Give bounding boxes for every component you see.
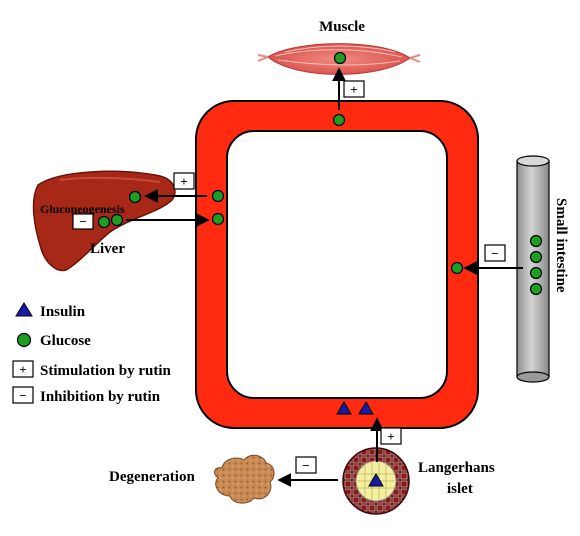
liver-label: Liver — [90, 241, 125, 257]
degeneration-icon — [214, 454, 275, 504]
glucose-dot-muscle — [333, 51, 347, 65]
glucose-dot-vessel-top — [332, 113, 346, 127]
glucose-dot-intestine-1 — [529, 234, 543, 248]
glucose-dot-intestine-2 — [529, 250, 543, 264]
insulin-triangle-vessel-1 — [336, 401, 352, 415]
svg-text:+: + — [19, 362, 26, 377]
legend: Insulin Glucose + Stimulation by rutin −… — [12, 302, 172, 405]
degeneration-label: Degeneration — [109, 469, 195, 485]
blood-vessel-loop — [195, 100, 479, 429]
glucose-dot-vessel-left-2 — [211, 212, 225, 226]
glucose-dot-vessel-right — [450, 261, 464, 275]
stimulation-sign-islet: + — [380, 427, 402, 445]
svg-text:−: − — [302, 458, 309, 473]
glucose-dot-liver-out — [128, 190, 142, 204]
insulin-triangle-vessel-2 — [358, 401, 374, 415]
glucose-dot-liver-in-2 — [110, 213, 124, 227]
legend-stimulation-icon — [12, 360, 34, 378]
inhibition-sign-degeneration: − — [295, 456, 317, 474]
svg-text:+: + — [387, 429, 394, 444]
gluconeogenesis-label: Gluconeogenesis — [40, 202, 125, 216]
insulin-triangle-islet — [368, 473, 384, 487]
svg-text:−: − — [491, 246, 498, 261]
glucose-dot-intestine-3 — [529, 266, 543, 280]
glucose-dot-vessel-left-1 — [211, 189, 225, 203]
legend-glucose-icon — [16, 332, 32, 348]
legend-inhibition-label: Inhibition by rutin — [40, 389, 161, 405]
glucose-dot-intestine-4 — [529, 282, 543, 296]
inhibition-sign-intestine: − — [484, 244, 506, 262]
islet-label: islet — [447, 481, 473, 497]
small-intestine-label: Small intestine — [553, 198, 569, 293]
svg-text:−: − — [79, 214, 86, 229]
muscle-label: Muscle — [319, 19, 365, 35]
inhibition-sign-gluconeogenesis: − — [72, 213, 94, 230]
stimulation-sign-muscle: + — [343, 80, 365, 98]
glucose-dot-liver-in-1 — [97, 215, 111, 229]
stimulation-sign-liver: + — [173, 172, 195, 190]
legend-insulin-icon — [15, 302, 33, 317]
legend-inhibition-icon — [12, 386, 34, 404]
svg-text:+: + — [350, 82, 357, 97]
svg-text:+: + — [180, 174, 187, 189]
legend-insulin-label: Insulin — [40, 304, 86, 320]
svg-text:−: − — [19, 388, 26, 403]
legend-glucose-label: Glucose — [40, 333, 91, 349]
legend-stimulation-label: Stimulation by rutin — [40, 363, 172, 379]
langerhans-label: Langerhans — [418, 460, 495, 476]
